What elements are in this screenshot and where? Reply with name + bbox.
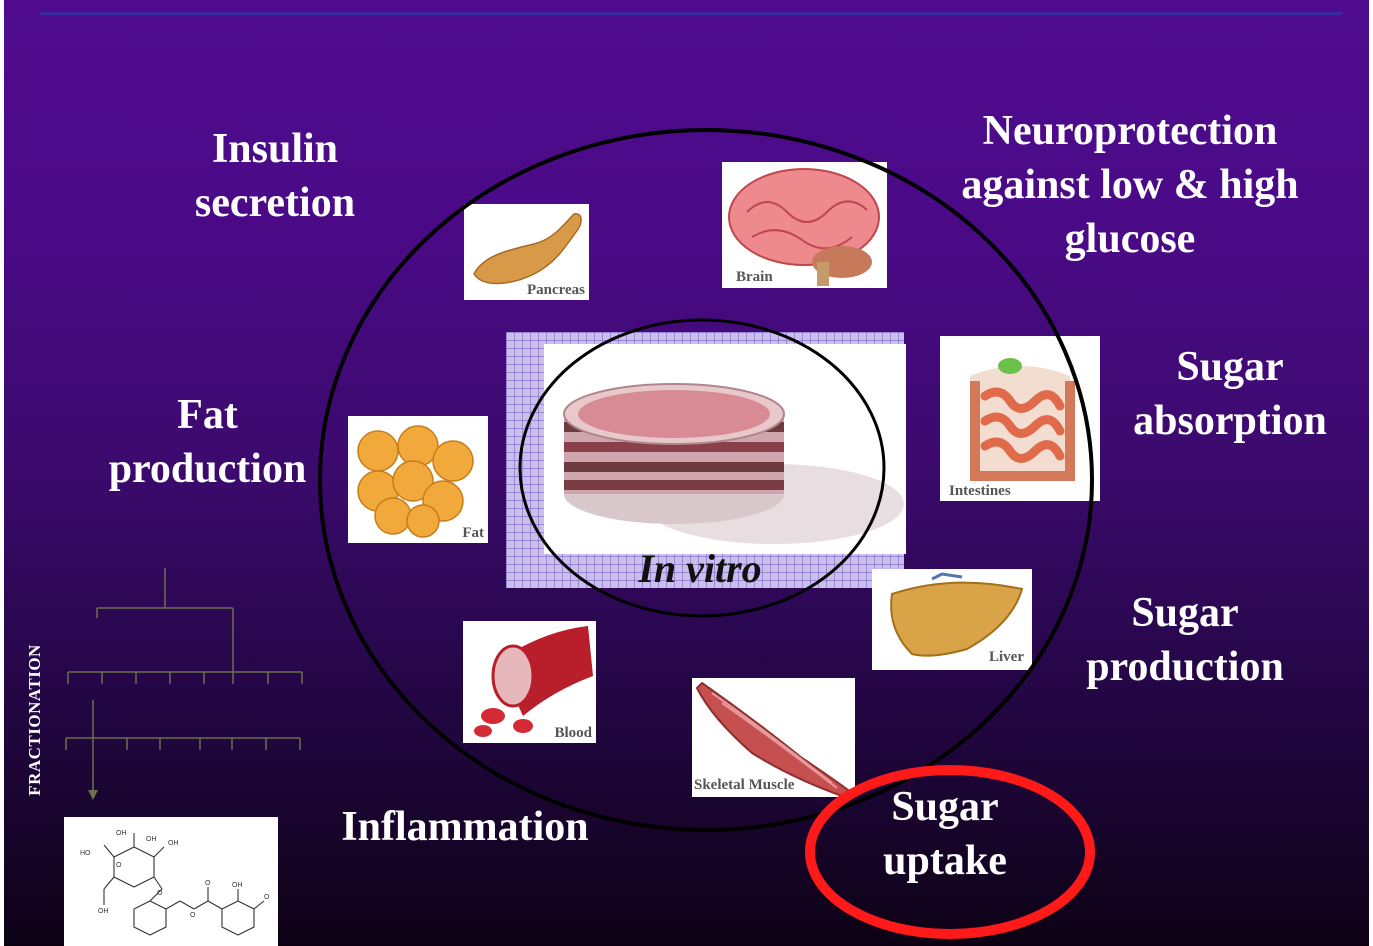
neuroprotection-label: Neuroprotectionagainst low & highglucose [930, 104, 1330, 266]
inflammation-label: Inflammation [330, 800, 600, 854]
inner-ring [520, 320, 884, 616]
sugar-uptake-label: Sugaruptake [850, 780, 1040, 888]
insulin-secretion-label: Insulinsecretion [160, 122, 390, 230]
fat-production-label: Fatproduction [100, 388, 315, 496]
sugar-production-label: Sugarproduction [1075, 586, 1295, 694]
sugar-absorption-label: Sugarabsorption [1120, 340, 1340, 448]
